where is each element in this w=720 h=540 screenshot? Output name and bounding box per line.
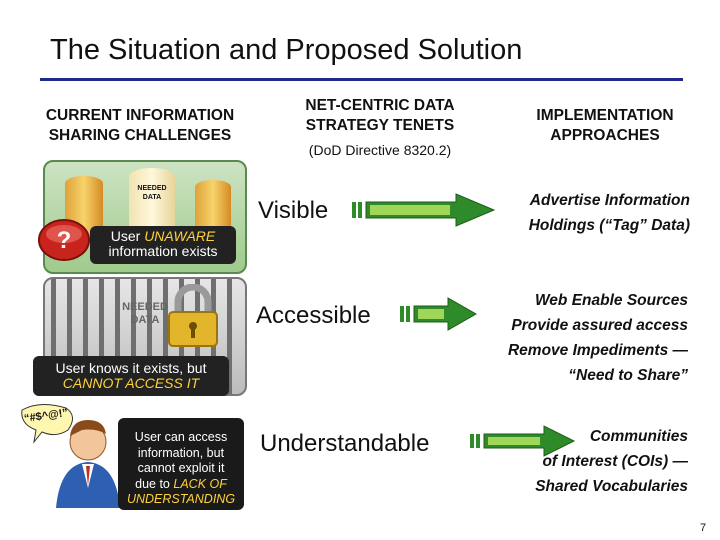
arrow-icon (352, 193, 496, 227)
caption-text: due to (135, 476, 170, 491)
caption-text: User knows it exists, but (55, 360, 207, 376)
tenets-subheader: (DoD Directive 8320.2) (308, 142, 452, 158)
tenet-visible: Visible (258, 197, 329, 224)
approach-visible: Advertise Information Holdings (“Tag” Da… (480, 188, 690, 238)
lack-understanding-caption: User can access information, but cannot … (118, 418, 244, 510)
needed-data-label: NEEDED DATA (122, 301, 168, 326)
approach-line: Remove Impediments — (507, 342, 688, 359)
page-number: 7 (700, 522, 707, 534)
approach-line: Shared Vocabularies (535, 478, 688, 495)
approach-line: “Need to Share” (568, 367, 688, 384)
tenet-understandable: Understandable (260, 430, 430, 457)
caption-highlight: CANNOT ACCESS IT (62, 375, 200, 391)
approaches-header: IMPLEMENTATION APPROACHES (536, 107, 674, 144)
approach-line: Web Enable Sources (534, 292, 688, 309)
approach-line: Holdings (“Tag” Data) (528, 217, 690, 234)
challenges-header: CURRENT INFORMATION SHARING CHALLENGES (45, 107, 235, 144)
frustrated-user-icon (21, 404, 120, 508)
approach-line: Communities (589, 428, 688, 445)
approach-understandable: Communities of Interest (COIs) — Shared … (480, 424, 688, 499)
padlock-icon (168, 284, 218, 347)
page-title: The Situation and Proposed Solution (50, 34, 523, 66)
caption-text: cannot exploit it (137, 461, 225, 475)
tenet-accessible: Accessible (256, 302, 371, 329)
svg-text:?: ? (57, 227, 72, 254)
caption-text: User can access (134, 430, 228, 444)
question-mark-icon: ? (38, 219, 90, 261)
arrow-icon (470, 425, 576, 457)
approach-line: of Interest (COIs) — (542, 453, 688, 470)
approach-line: Advertise Information (529, 192, 690, 209)
tenets-header-text: NET-CENTRIC DATA STRATEGY TENETS (305, 97, 455, 134)
needed-data-label: NEEDED DATA (137, 185, 167, 201)
title-divider (40, 78, 683, 81)
tenets-header: NET-CENTRIC DATA STRATEGY TENETS (DoD Di… (270, 96, 490, 160)
approach-line: Provide assured access (511, 317, 688, 334)
caption-highlight: LACK OF UNDERSTANDING (126, 476, 236, 507)
caption-text: information exists (108, 243, 218, 259)
caption-text: information, but (137, 445, 225, 460)
cannot-access-caption: User knows it exists, but CANNOT ACCESS … (33, 356, 229, 396)
arrow-icon (400, 297, 478, 331)
caption-text: User (110, 228, 145, 244)
approach-accessible: Web Enable Sources Provide assured acces… (460, 288, 688, 388)
unaware-caption: User UNAWARE information exists (90, 226, 236, 264)
caption-highlight: UNAWARE (144, 228, 216, 244)
